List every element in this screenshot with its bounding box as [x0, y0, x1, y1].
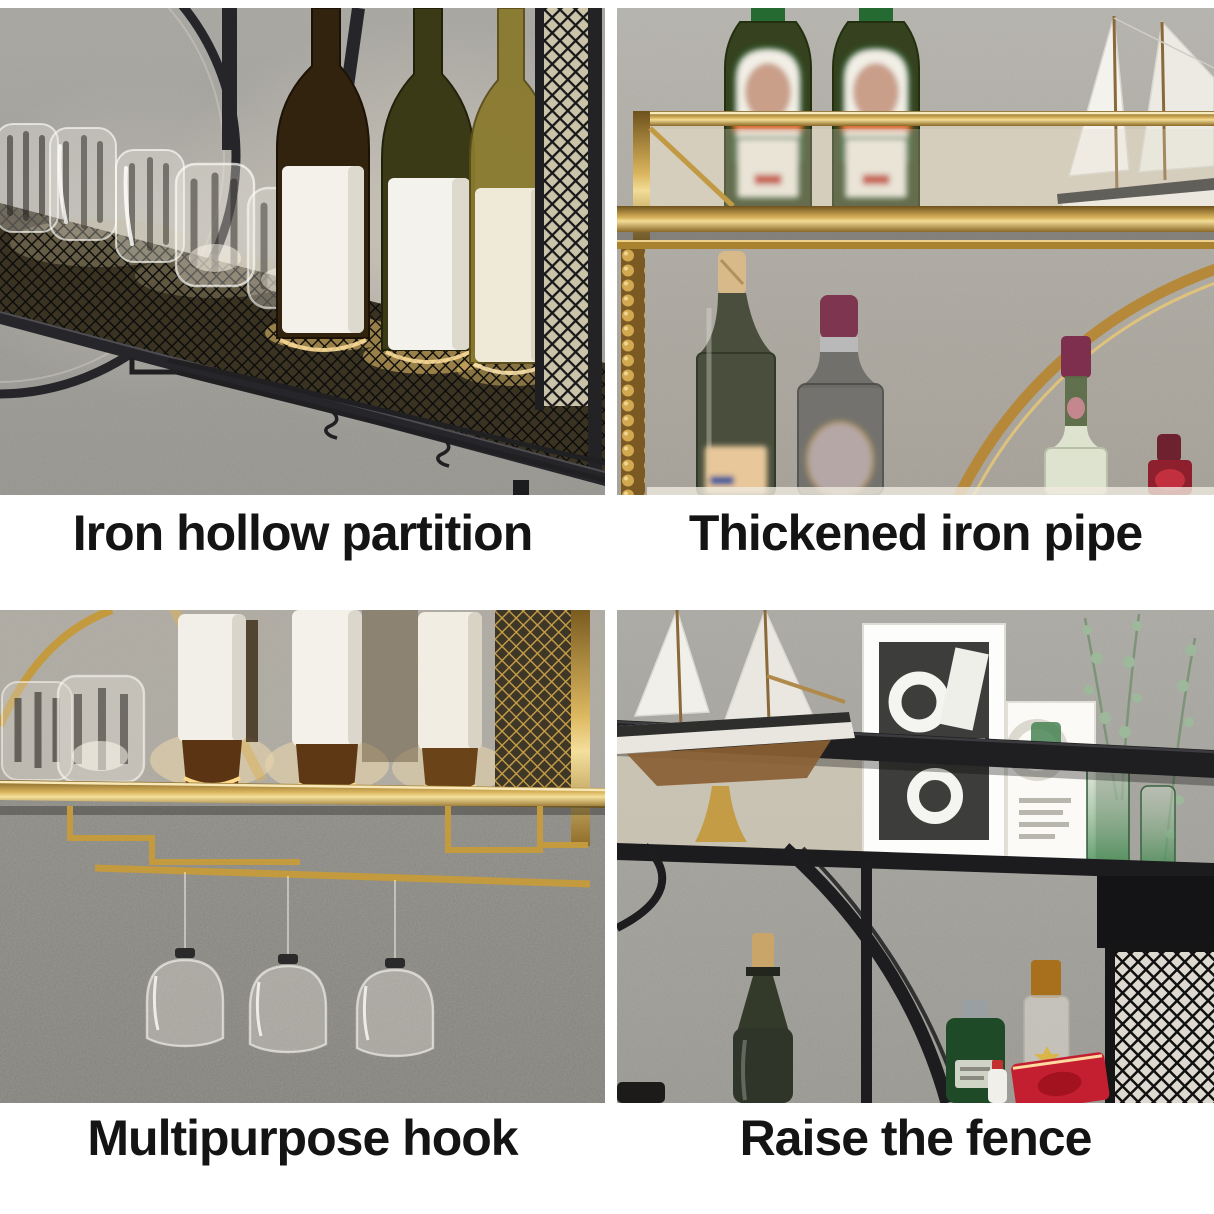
caption-raise-the-fence: Raise the fence	[739, 1110, 1093, 1166]
tumbler-glass	[174, 162, 256, 288]
wine-bottles	[276, 8, 553, 375]
photo-iron-hollow-partition	[0, 8, 605, 495]
lower-bottles	[696, 251, 1192, 495]
photo-raise-the-fence	[617, 610, 1214, 1103]
liquor-bottle	[797, 295, 884, 495]
white-label-bottles	[178, 610, 482, 795]
photo-illustration	[0, 8, 605, 495]
wine-bottle	[418, 612, 482, 795]
frame-post	[861, 862, 872, 1103]
gold-pipe-shelf	[617, 111, 1214, 249]
caption-iron-hollow-partition: Iron hollow partition	[72, 505, 534, 561]
bottle-cap-silhouette	[617, 1082, 665, 1103]
tumbler-glass	[1, 681, 73, 781]
tumbler-glass	[56, 674, 146, 784]
lit-shelf-edge	[647, 487, 1214, 495]
hanging-wine-glass	[355, 958, 435, 1058]
tumbler-glasses	[1, 674, 146, 784]
wine-bottle	[276, 8, 370, 352]
stemware-wire-rails	[129, 357, 605, 495]
hanging-wine-glasses	[145, 948, 435, 1058]
photo-illustration	[617, 8, 1214, 495]
hanging-wine-glass	[145, 948, 225, 1048]
mesh-partition-panel	[535, 8, 602, 478]
multipurpose-hooks	[67, 806, 591, 888]
caption-thickened-iron-pipe: Thickened iron pipe	[688, 505, 1143, 561]
beaded-gold-column	[621, 249, 645, 495]
wine-bottle	[381, 8, 475, 364]
wine-bottle	[292, 610, 362, 793]
red-liquor-bottle	[1148, 434, 1192, 495]
photo-illustration	[617, 610, 1214, 1103]
photo-illustration	[0, 610, 605, 1103]
hanging-wine-glass	[248, 954, 328, 1054]
photo-thickened-iron-pipe	[617, 8, 1214, 495]
glass-front-sheen	[633, 129, 1214, 206]
small-sauce-bottle	[988, 1060, 1007, 1103]
photo-multipurpose-hook	[0, 610, 605, 1103]
red-liquor-box	[1011, 1052, 1110, 1103]
wine-bottle	[1044, 336, 1108, 495]
raised-fence-rail	[617, 843, 1214, 948]
gold-shelf-rail	[0, 780, 605, 815]
champagne-bottle	[696, 251, 776, 495]
hanging-strings	[184, 872, 396, 965]
fence-mesh-panel	[1105, 942, 1214, 1103]
caption-multipurpose-hook: Multipurpose hook	[87, 1110, 518, 1166]
sailboat-model	[617, 610, 855, 842]
tumbler-glass	[115, 149, 185, 263]
wine-bottle	[178, 614, 246, 787]
liquor-bottles	[617, 933, 1110, 1103]
tumbler-glass	[49, 127, 117, 241]
corked-wine-bottle	[733, 933, 793, 1103]
iron-ring-frame	[0, 8, 241, 399]
gold-mesh-partition	[495, 610, 590, 846]
